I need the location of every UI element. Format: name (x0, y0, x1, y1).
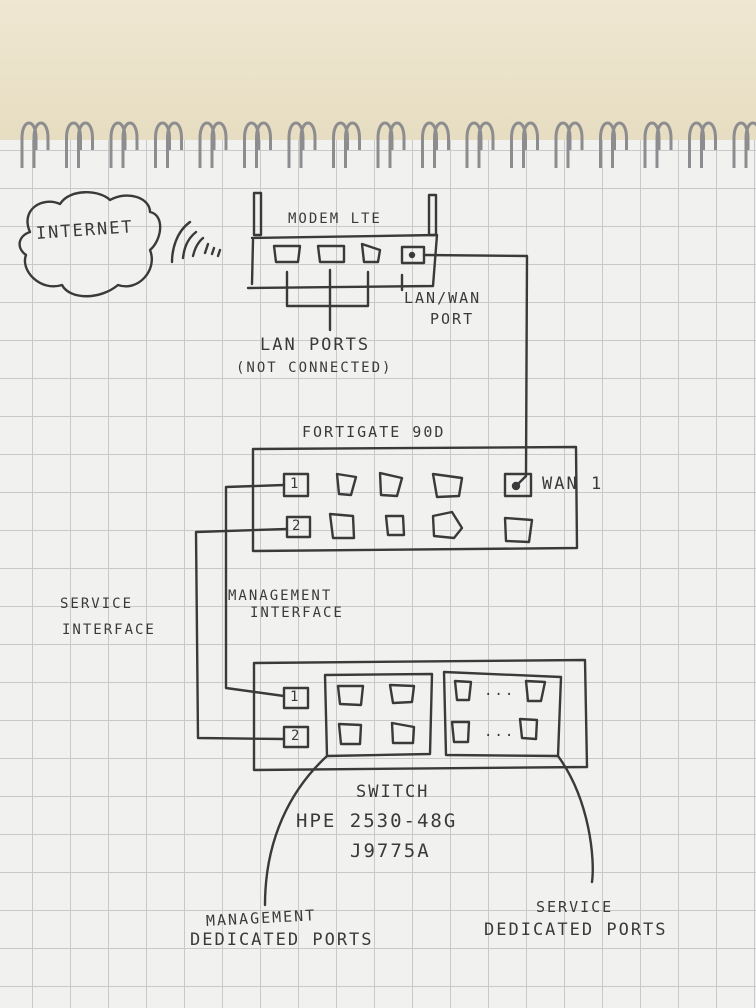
switch-ellipsis-bottom: ... (484, 724, 516, 740)
fortigate-port-3 (335, 472, 358, 497)
spiral-ring (332, 121, 349, 168)
fortigate-port-5 (378, 471, 404, 498)
fortigate-title: FORTIGATE 90D (302, 423, 446, 441)
spiral-ring (510, 121, 527, 168)
spiral-ring (655, 121, 673, 168)
spiral-ring (287, 121, 305, 168)
service-interface-label-line2: INTERFACE (62, 622, 156, 638)
service-ports-leader (556, 754, 594, 884)
switch-port-1 (282, 686, 310, 710)
management-interface-label-line2: INTERFACE (250, 605, 344, 621)
spiral-ring (433, 121, 450, 168)
modem-antenna-right (427, 193, 438, 237)
spiral-ring (744, 121, 756, 168)
grid-paper (0, 140, 756, 1008)
spiral-ring (421, 121, 438, 168)
spiral-ring (243, 121, 260, 168)
management-ports-leader (263, 754, 329, 907)
spiral-ring (65, 121, 82, 168)
spiral-ring (154, 121, 171, 168)
modem-wan-label-line2: PORT (430, 310, 475, 328)
spiral-ring (465, 121, 483, 168)
spiral-ring (522, 121, 539, 168)
modem-lan-ports-note: (NOT CONNECTED) (236, 360, 393, 376)
modem-antenna-left (252, 191, 263, 237)
spiral-ring (255, 121, 272, 168)
spiral-ring (732, 121, 750, 168)
wan-cable (422, 253, 529, 488)
fortigate-port-7 (431, 472, 464, 499)
switch-title: SWITCH (356, 782, 430, 802)
fortigate-port-4 (328, 512, 356, 540)
spiral-ring (376, 121, 394, 168)
spiral-ring (20, 121, 38, 168)
fortigate-port-2 (285, 515, 312, 539)
internet-cloud (18, 191, 162, 298)
spiral-ring (611, 121, 628, 168)
modem-lan-ports-label: LAN PORTS (260, 335, 371, 355)
switch-port-2 (282, 725, 310, 749)
switch-model: HPE 2530-48G (296, 810, 458, 832)
spiral-ring (77, 121, 94, 168)
spiral-ring (700, 121, 717, 168)
fortigate-port-1-label: 1 (290, 476, 301, 492)
spiral-ring (166, 121, 183, 168)
fortigate-wan1-label: WAN 1 (542, 474, 604, 494)
spiral-ring (388, 121, 406, 168)
spiral-ring (344, 121, 361, 168)
spiral-ring (643, 121, 661, 168)
service-interface-label-line1: SERVICE (60, 596, 134, 612)
modem-lte-box (246, 191, 439, 332)
fortigate-port-2-label: 2 (292, 518, 303, 534)
management-ports-label-line2: DEDICATED PORTS (190, 930, 374, 950)
modem-lan-port-1 (272, 244, 302, 264)
management-interface-label-line1: MANAGEMENT (228, 588, 333, 604)
switch-port-2-label: 2 (291, 728, 302, 744)
spiral-ring (121, 121, 139, 168)
service-ports-label-line1: SERVICE (536, 898, 614, 916)
spiral-ring (599, 121, 616, 168)
wireless-signal-icon (170, 220, 222, 264)
service-ports-label-line2: DEDICATED PORTS (484, 920, 668, 940)
modem-title: MODEM LTE (288, 211, 382, 227)
switch-port-1-label: 1 (290, 689, 301, 705)
modem-wan-label-line1: LAN/WAN (404, 289, 482, 307)
service-cable (194, 527, 289, 741)
spiral-ring (566, 121, 584, 168)
spiral-binding (20, 121, 756, 168)
switch-part-number: J9775A (350, 840, 431, 862)
spiral-ring (688, 121, 705, 168)
switch-box (252, 658, 589, 772)
fortigate-port-8 (431, 510, 464, 540)
fortigate-box (251, 445, 579, 553)
modem-lan-port-3 (360, 242, 382, 264)
management-port-group (323, 672, 434, 758)
spiral-ring (210, 121, 228, 168)
fortigate-wan1-port (503, 472, 533, 498)
spiral-ring (109, 121, 127, 168)
spiral-ring (554, 121, 572, 168)
switch-ellipsis-top: ... (484, 683, 516, 699)
fortigate-port-extra (503, 516, 534, 544)
spiral-ring (198, 121, 216, 168)
spiral-ring (299, 121, 317, 168)
spiral-ring (32, 121, 50, 168)
fortigate-port-6 (384, 514, 406, 537)
modem-lan-port-2 (316, 244, 346, 264)
spiral-ring (477, 121, 495, 168)
